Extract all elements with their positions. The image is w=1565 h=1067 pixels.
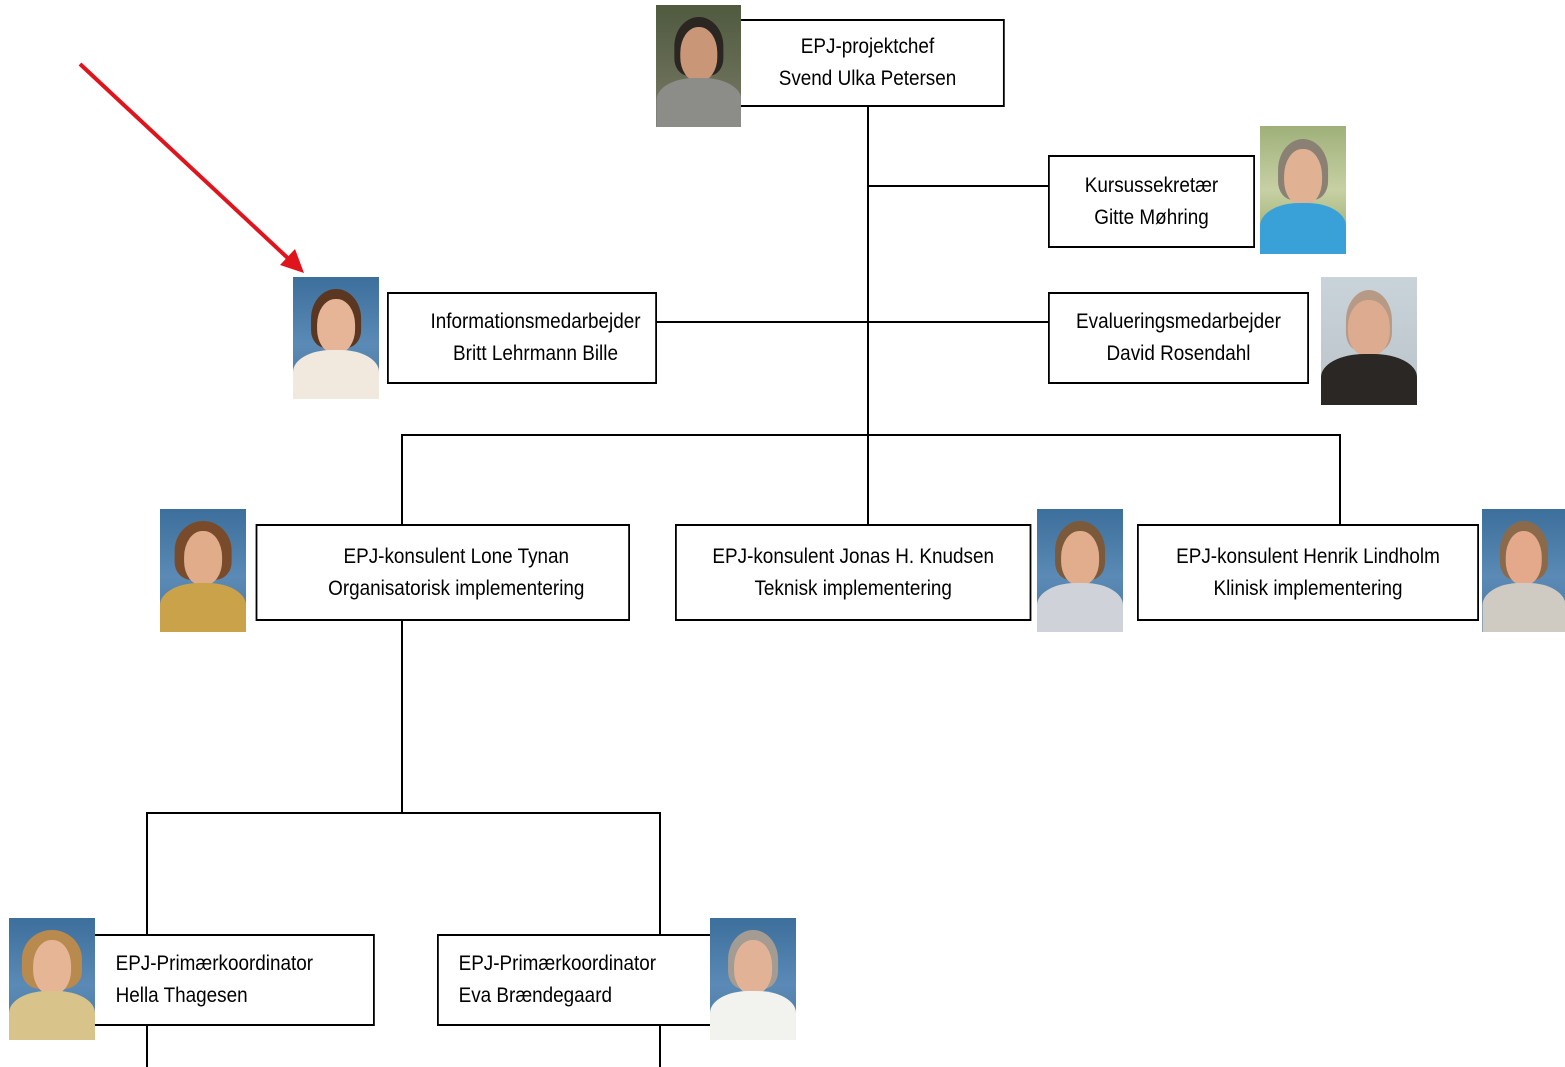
connector-consultant-clin [1339, 434, 1341, 525]
node-evaluation-title: Evalueringsmedarbejder [1076, 310, 1281, 333]
connector-course-secretary [867, 185, 1050, 187]
photo-course-secretary [1260, 126, 1346, 254]
node-primary-2-title: EPJ-Primærkoordinator [458, 952, 657, 975]
connector-org-down [401, 619, 403, 813]
photo-evaluation [1321, 277, 1417, 405]
connector-consultant-org [401, 434, 403, 525]
photo-primary-1 [9, 918, 95, 1040]
connector-primary-1-down [146, 1025, 148, 1067]
node-information: Informationsmedarbejder Britt Lehrmann B… [387, 292, 657, 384]
photo-information [293, 277, 379, 399]
node-evaluation-name: David Rosendahl [1106, 342, 1251, 365]
connector-chief-trunk [867, 106, 869, 435]
node-primary-2: EPJ-Primærkoordinator Eva Brændegaard [437, 934, 734, 1026]
photo-consultant-tech [1037, 509, 1123, 632]
photo-chief [656, 5, 741, 127]
arrow-head [280, 249, 304, 273]
photo-primary-2 [710, 918, 796, 1040]
node-consultant-clin: EPJ-konsulent Henrik Lindholm Klinisk im… [1137, 524, 1479, 621]
connector-consultants-bar [401, 434, 1341, 436]
connector-primary-2 [659, 812, 661, 935]
node-primary-2-name: Eva Brændegaard [458, 984, 613, 1007]
node-information-name: Britt Lehrmann Bille [453, 342, 618, 365]
node-consultant-clin-title: EPJ-konsulent Henrik Lindholm [1176, 544, 1440, 568]
node-consultant-org-title: EPJ-konsulent Lone Tynan [343, 544, 570, 568]
node-consultant-tech: EPJ-konsulent Jonas H. Knudsen Teknisk i… [675, 524, 1032, 621]
node-consultant-tech-name: Teknisk implementering [754, 576, 952, 600]
node-chief-title: EPJ-projektchef [800, 35, 935, 58]
connector-consultant-tech [867, 434, 869, 525]
photo-consultant-clin [1482, 509, 1565, 632]
node-chief-name: Svend Ulka Petersen [778, 67, 957, 90]
node-course-secretary-name: Gitte Møhring [1094, 205, 1209, 229]
node-primary-1: EPJ-Primærkoordinator Hella Thagesen [67, 934, 375, 1026]
node-consultant-tech-title: EPJ-konsulent Jonas H. Knudsen [712, 544, 994, 568]
connector-primary-2-down [659, 1025, 661, 1067]
photo-consultant-org [160, 509, 246, 632]
node-chief: EPJ-projektchef Svend Ulka Petersen [730, 19, 1005, 107]
connector-primary-1 [146, 812, 148, 935]
arrow-shaft [78, 62, 294, 264]
connector-evaluation [867, 321, 1050, 323]
node-primary-1-name: Hella Thagesen [115, 984, 248, 1007]
connector-primary-bar [146, 812, 661, 814]
node-primary-1-title: EPJ-Primærkoordinator [115, 952, 314, 975]
node-course-secretary-title: Kursussekretær [1084, 173, 1219, 197]
node-consultant-org-name: Organisatorisk implementering [328, 576, 585, 600]
node-information-title: Informationsmedarbejder [430, 310, 641, 333]
node-consultant-org: EPJ-konsulent Lone Tynan Organisatorisk … [255, 524, 630, 621]
node-course-secretary: Kursussekretær Gitte Møhring [1048, 155, 1255, 248]
connector-information [656, 321, 868, 323]
node-evaluation: Evalueringsmedarbejder David Rosendahl [1048, 292, 1309, 384]
node-consultant-clin-name: Klinisk implementering [1213, 576, 1403, 600]
